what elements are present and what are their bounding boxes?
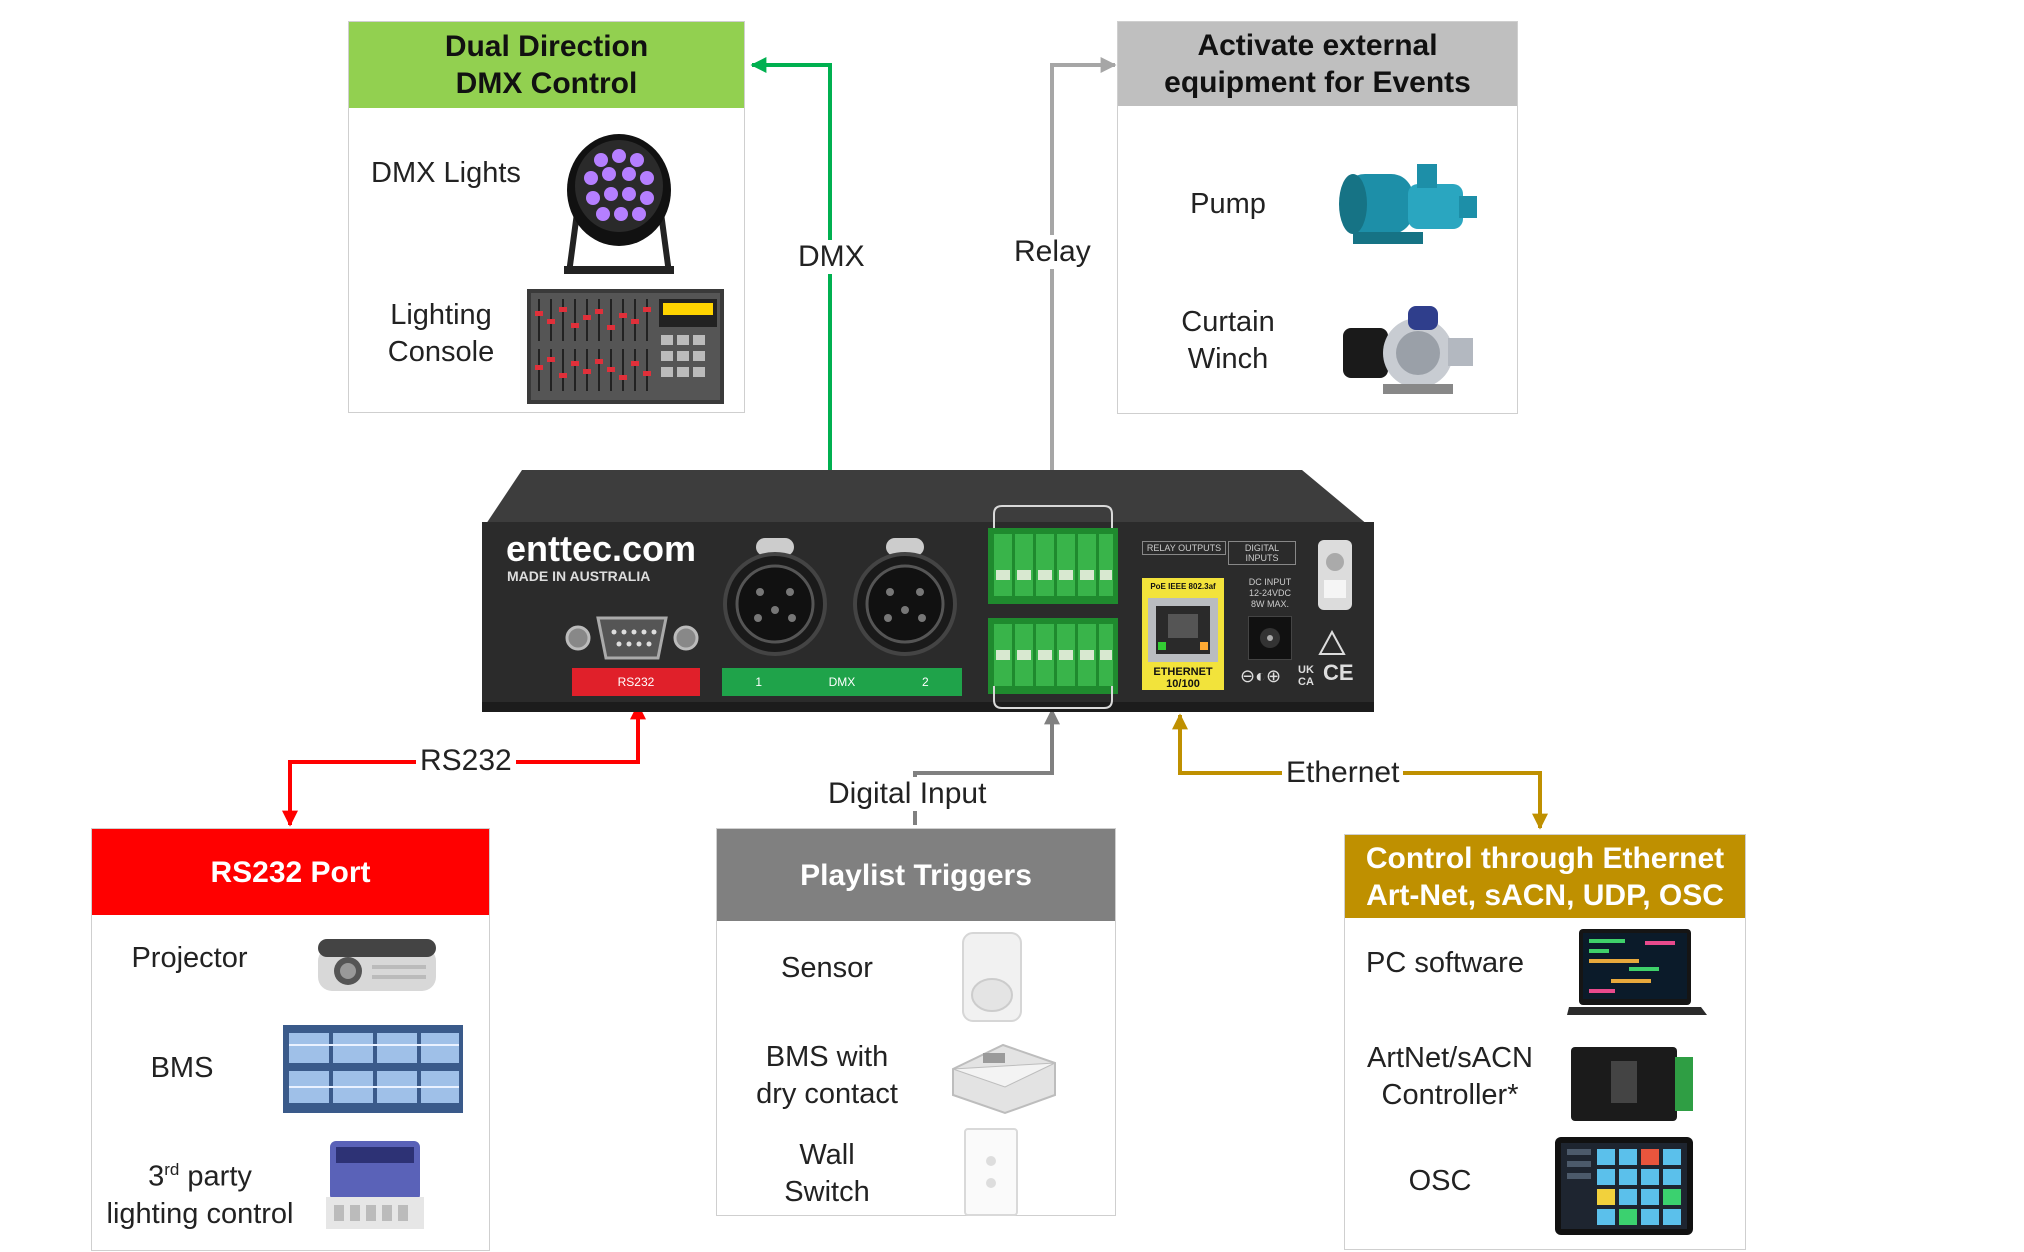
- device-brand: enttec.com: [506, 528, 697, 569]
- dmx-title-line1: Dual Direction: [444, 30, 649, 63]
- digital-input-connection-label: Digital Input: [824, 777, 991, 811]
- pump-label: Pump: [1190, 188, 1266, 220]
- events-title-line2: equipment for Events: [1164, 66, 1471, 99]
- sensor-label: Sensor: [781, 952, 873, 984]
- cert-ce: CE: [1323, 660, 1354, 685]
- octo-controller-image: [1571, 1047, 1693, 1121]
- dry-contact-module-image: [952, 1043, 1056, 1115]
- cert-uk-ca: UK CA: [1298, 664, 1314, 688]
- dc-input-jack: [1248, 616, 1292, 660]
- ethernet-title-line2: Art-Net, sACN, UDP, OSC: [1366, 878, 1724, 912]
- dmx-connection-label: DMX: [794, 240, 869, 274]
- laptop-software-image: [1567, 929, 1707, 1015]
- dmx-title-line2: DMX Control: [455, 67, 638, 100]
- lighting-controller-image: [326, 1141, 424, 1229]
- projector-label: Projector: [131, 942, 248, 974]
- ethernet-rj45-port: [1148, 598, 1218, 662]
- relay-wire: [1050, 57, 1117, 515]
- lighting-console-image: [527, 289, 724, 404]
- rs232-title: RS232 Port: [210, 855, 371, 889]
- playlist-triggers-header: Playlist Triggers: [717, 829, 1115, 921]
- rs232-db9-connector: [565, 616, 699, 660]
- ethernet-connection-label: Ethernet: [1282, 756, 1404, 790]
- pump-image: [1339, 164, 1477, 244]
- relay-outputs-label: RELAY OUTPUTS: [1142, 541, 1226, 555]
- dmx-xlr-port-1: [723, 538, 827, 656]
- rs232-port-header: RS232 Port: [92, 829, 489, 915]
- osc-tablet-image: [1555, 1137, 1693, 1235]
- dmx-wire: [750, 57, 838, 550]
- relay-terminal-block: [988, 528, 1118, 604]
- dmx-xlr-port-2: [853, 538, 957, 656]
- bms-image: [283, 1025, 463, 1113]
- dmx-lights-label: DMX Lights: [371, 157, 521, 189]
- wall-switch-image: [964, 1128, 1018, 1216]
- bms-label: BMS: [150, 1052, 214, 1084]
- terminal-brackets: [993, 505, 1113, 709]
- poe-label: PoE IEEE 802.3af: [1150, 582, 1216, 591]
- pc-software-label: PC software: [1366, 947, 1524, 979]
- projector-image: [318, 939, 436, 991]
- ethernet-title-line1: Control through Ethernet: [1365, 841, 1725, 875]
- dmx-par-light-image: [564, 134, 674, 274]
- rs232-connection-label: RS232: [416, 744, 516, 778]
- mounting-bracket-icon: [1318, 540, 1352, 610]
- digital-input-terminal-block: [988, 618, 1118, 694]
- curtain-winch-image: [1343, 306, 1473, 394]
- polarity-symbol: ⊖◐⊕: [1240, 666, 1282, 686]
- events-equipment-header: Activate external equipment for Events: [1118, 22, 1517, 106]
- events-title-line1: Activate external: [1197, 29, 1438, 62]
- regulatory-triangle-icon: [1318, 630, 1346, 655]
- events-equipment-box: Activate external equipment for Events Pu…: [1117, 21, 1518, 414]
- osc-label: OSC: [1408, 1165, 1472, 1197]
- device-made-in: MADE IN AUSTRALIA: [507, 568, 651, 584]
- playlist-title: Playlist Triggers: [800, 858, 1032, 892]
- digital-inputs-label: DIGITAL INPUTS: [1228, 541, 1296, 565]
- motion-sensor-image: [962, 932, 1022, 1022]
- rs232-port-strip: RS232: [572, 668, 700, 696]
- relay-connection-label: Relay: [1010, 235, 1095, 269]
